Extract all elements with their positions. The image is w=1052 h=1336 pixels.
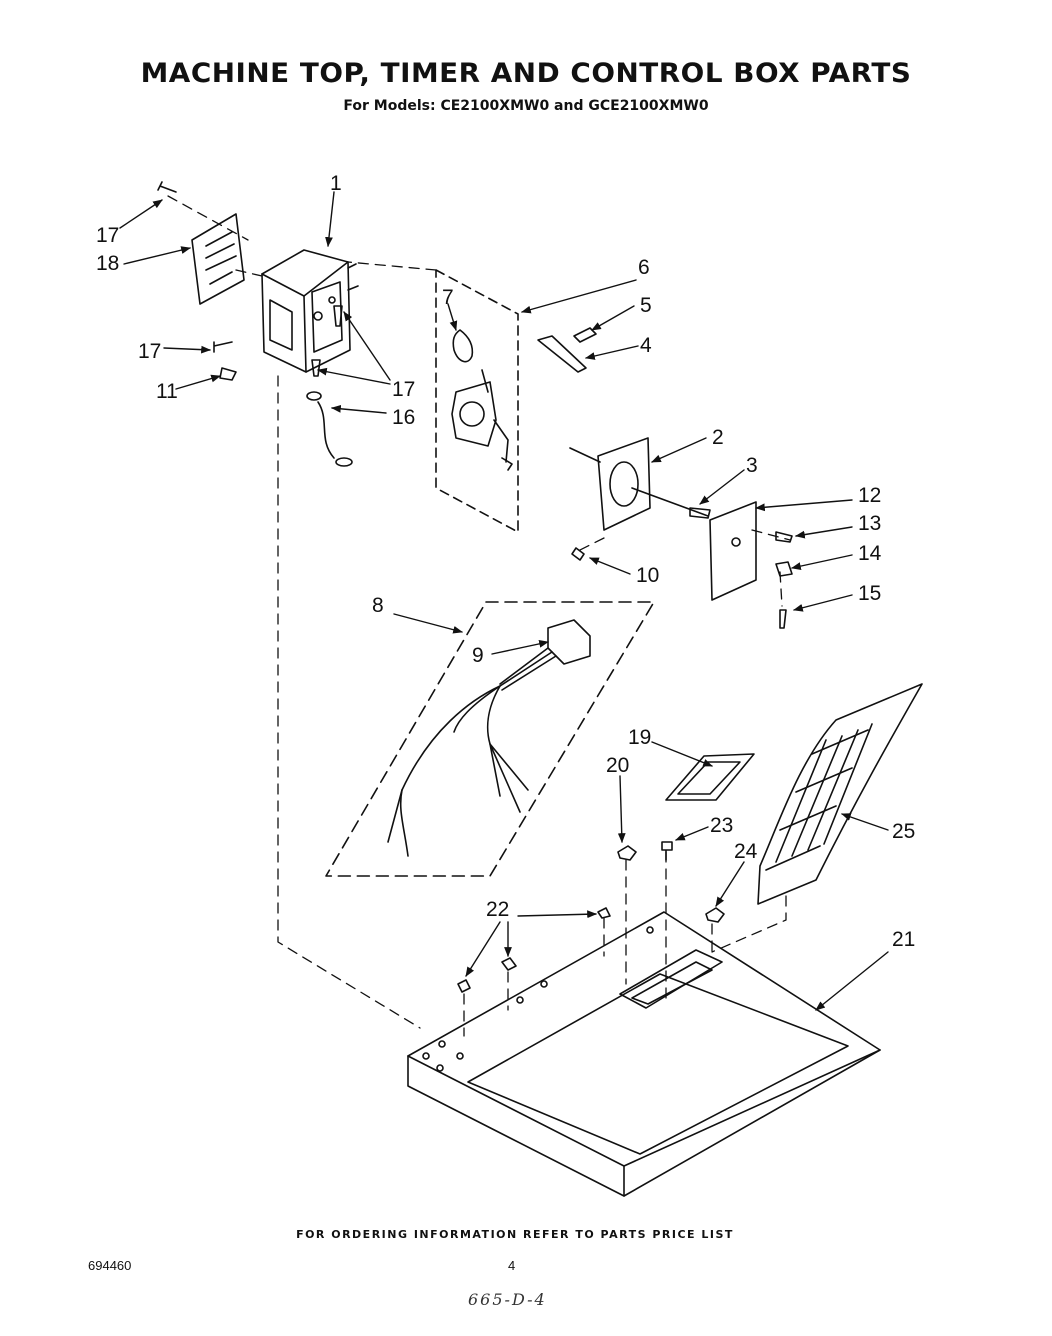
callout-1: 1 bbox=[330, 172, 342, 195]
vent-grille-part bbox=[757, 683, 923, 905]
alignment-lines bbox=[167, 195, 791, 1037]
wire-harness-part bbox=[325, 601, 655, 877]
timer-assembly-part bbox=[435, 269, 519, 533]
screws-group-17-11 bbox=[157, 181, 343, 381]
machine-top-part bbox=[407, 911, 881, 1197]
handwritten-code: 665-D-4 bbox=[468, 1290, 547, 1309]
callout-23: 23 bbox=[710, 814, 733, 837]
callout-5: 5 bbox=[640, 294, 652, 317]
callout-4: 4 bbox=[640, 334, 652, 357]
callout-13: 13 bbox=[858, 512, 881, 535]
callout-labels: 1 2 3 4 5 6 7 8 9 10 11 12 13 14 15 16 1… bbox=[96, 172, 915, 951]
callout-16: 16 bbox=[392, 406, 415, 429]
switch-plate-part bbox=[569, 437, 711, 561]
callout-21: 21 bbox=[892, 928, 915, 951]
page-title: MACHINE TOP, TIMER AND CONTROL BOX PARTS bbox=[140, 58, 912, 89]
callout-25: 25 bbox=[892, 820, 915, 843]
callout-17-right: 17 bbox=[392, 378, 415, 401]
panel-cover-part bbox=[191, 213, 245, 305]
callout-9: 9 bbox=[472, 644, 484, 667]
callout-24: 24 bbox=[734, 840, 758, 863]
ground-wire-part bbox=[306, 391, 353, 467]
callout-17-top: 17 bbox=[96, 224, 119, 247]
mounting-plate-part bbox=[709, 501, 793, 629]
timer-bracket-part bbox=[537, 327, 597, 373]
callout-22: 22 bbox=[486, 898, 509, 921]
callout-7: 7 bbox=[442, 286, 454, 309]
callout-14: 14 bbox=[858, 542, 882, 565]
leader-arrows bbox=[119, 191, 889, 1011]
control-box-part bbox=[261, 249, 359, 373]
document-number: 694460 bbox=[88, 1258, 132, 1273]
console-panel-part bbox=[665, 753, 755, 801]
callout-2: 2 bbox=[712, 426, 724, 449]
model-subtitle: For Models: CE2100XMW0 and GCE2100XMW0 bbox=[343, 98, 709, 114]
ordering-note: FOR ORDERING INFORMATION REFER TO PARTS … bbox=[296, 1228, 734, 1241]
callout-19: 19 bbox=[628, 726, 651, 749]
callout-12: 12 bbox=[858, 484, 881, 507]
callout-6: 6 bbox=[638, 256, 650, 279]
callout-18: 18 bbox=[96, 252, 119, 275]
callout-3: 3 bbox=[746, 454, 758, 477]
callout-15: 15 bbox=[858, 582, 881, 605]
page-number: 4 bbox=[508, 1258, 516, 1273]
callout-17-left: 17 bbox=[138, 340, 161, 363]
callout-10: 10 bbox=[636, 564, 659, 587]
callout-20: 20 bbox=[606, 754, 629, 777]
callout-11: 11 bbox=[156, 380, 178, 403]
callout-8: 8 bbox=[372, 594, 384, 617]
